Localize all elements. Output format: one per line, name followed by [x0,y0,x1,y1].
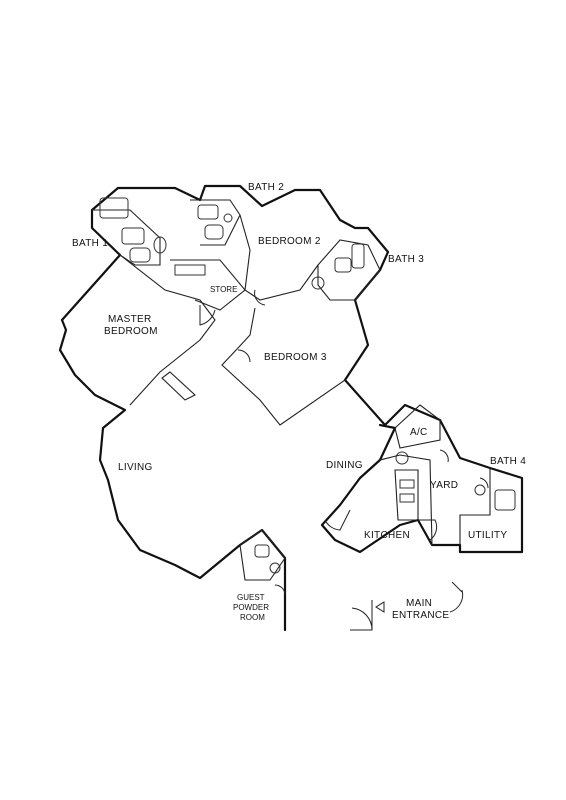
label-utility: UTILITY [468,530,507,541]
label-bath-1: BATH 1 [72,238,108,249]
label-ac: A/C [410,427,428,438]
bath-3-block [311,239,381,301]
service-block [379,404,516,546]
label-living: LIVING [118,462,153,473]
label-entrance-2: ENTRANCE [392,610,449,621]
label-bath-2: BATH 2 [248,182,284,193]
bedroom-2-walls [239,214,319,301]
bath-2-block [190,199,241,246]
room-labels: BATH 1 BATH 2 BATH 3 BEDROOM 2 STORE MAS… [72,182,526,622]
label-bedroom-3: BEDROOM 3 [264,352,327,363]
label-guest-2: POWDER [233,603,269,612]
main-entrance-door [350,581,464,631]
label-bedroom-2: BEDROOM 2 [258,236,321,247]
guest-powder-room-block [239,529,286,581]
master-bedroom-walls [119,254,216,406]
doors [199,289,489,596]
bedroom-3-walls [221,307,346,426]
bath-1-block [92,197,167,266]
label-guest-3: ROOM [240,613,265,622]
label-store: STORE [210,285,237,294]
label-bath-4: BATH 4 [490,456,526,467]
label-kitchen: KITCHEN [364,530,410,541]
outer-walls [58,184,524,632]
label-yard: YARD [430,480,458,491]
label-dining: DINING [326,460,363,471]
label-master-bedroom-2: BEDROOM [104,326,158,337]
label-bath-3: BATH 3 [388,254,424,265]
label-guest-1: GUEST [237,593,265,602]
label-master-bedroom-1: MASTER [108,314,151,325]
label-entrance-1: MAIN [406,598,432,609]
